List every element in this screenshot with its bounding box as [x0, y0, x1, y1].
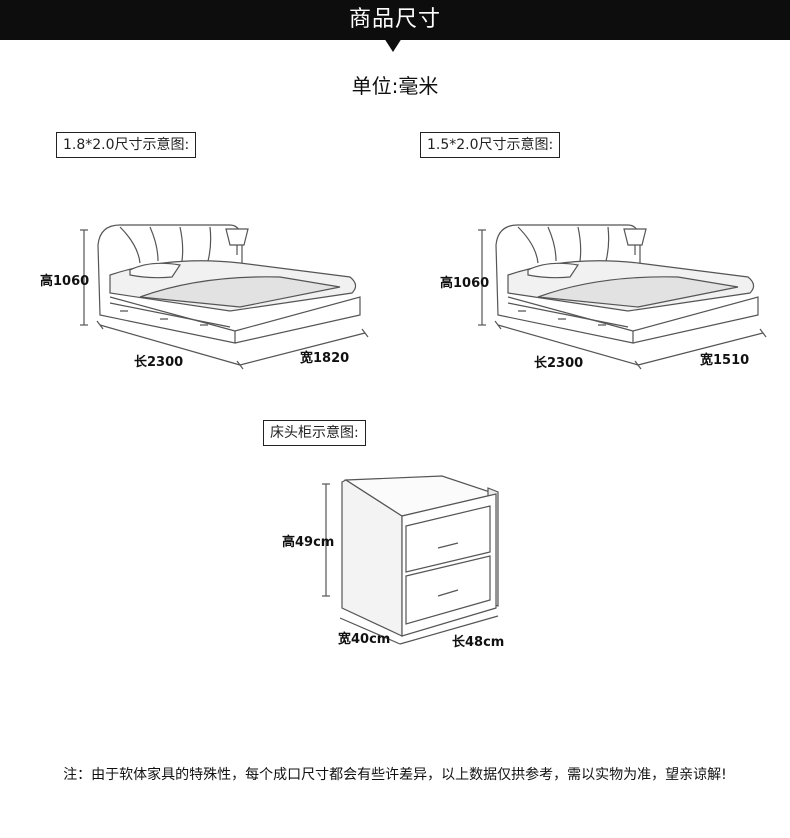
header-title: 商品尺寸: [348, 7, 441, 32]
bed-large-height-label: 高1060: [40, 274, 90, 289]
nightstand-depth-label: 宽40cm: [338, 632, 391, 647]
bed-small-caption: 1.5*2.0尺寸示意图:: [420, 132, 561, 158]
bed-large-caption: 1.8*2.0尺寸示意图:: [56, 132, 197, 158]
bed-small-length-label: 长2300: [534, 356, 584, 371]
nightstand-caption: 床头柜示意图:: [263, 420, 366, 446]
bed-small-height-label: 高1060: [440, 276, 490, 291]
bed-large-length-label: 长2300: [134, 355, 184, 370]
header-bar: [0, 0, 790, 40]
bed-large-drawing: [80, 224, 369, 370]
bed-large-width-label: 宽1820: [300, 351, 350, 366]
unit-label: 单位:毫米: [351, 74, 439, 98]
nightstand-length-label: 长48cm: [452, 635, 505, 650]
header-arrow-icon: [384, 38, 402, 52]
bed-small-drawing: [478, 224, 767, 370]
bed-small-width-label: 宽1510: [700, 353, 750, 368]
nightstand-height-label: 高49cm: [282, 535, 335, 550]
nightstand-drawing: [322, 475, 499, 645]
footer-note: 注：由于软体家具的特殊性，每个成口尺寸都会有些许差异，以上数据仅拱参考，需以实物…: [63, 767, 727, 783]
